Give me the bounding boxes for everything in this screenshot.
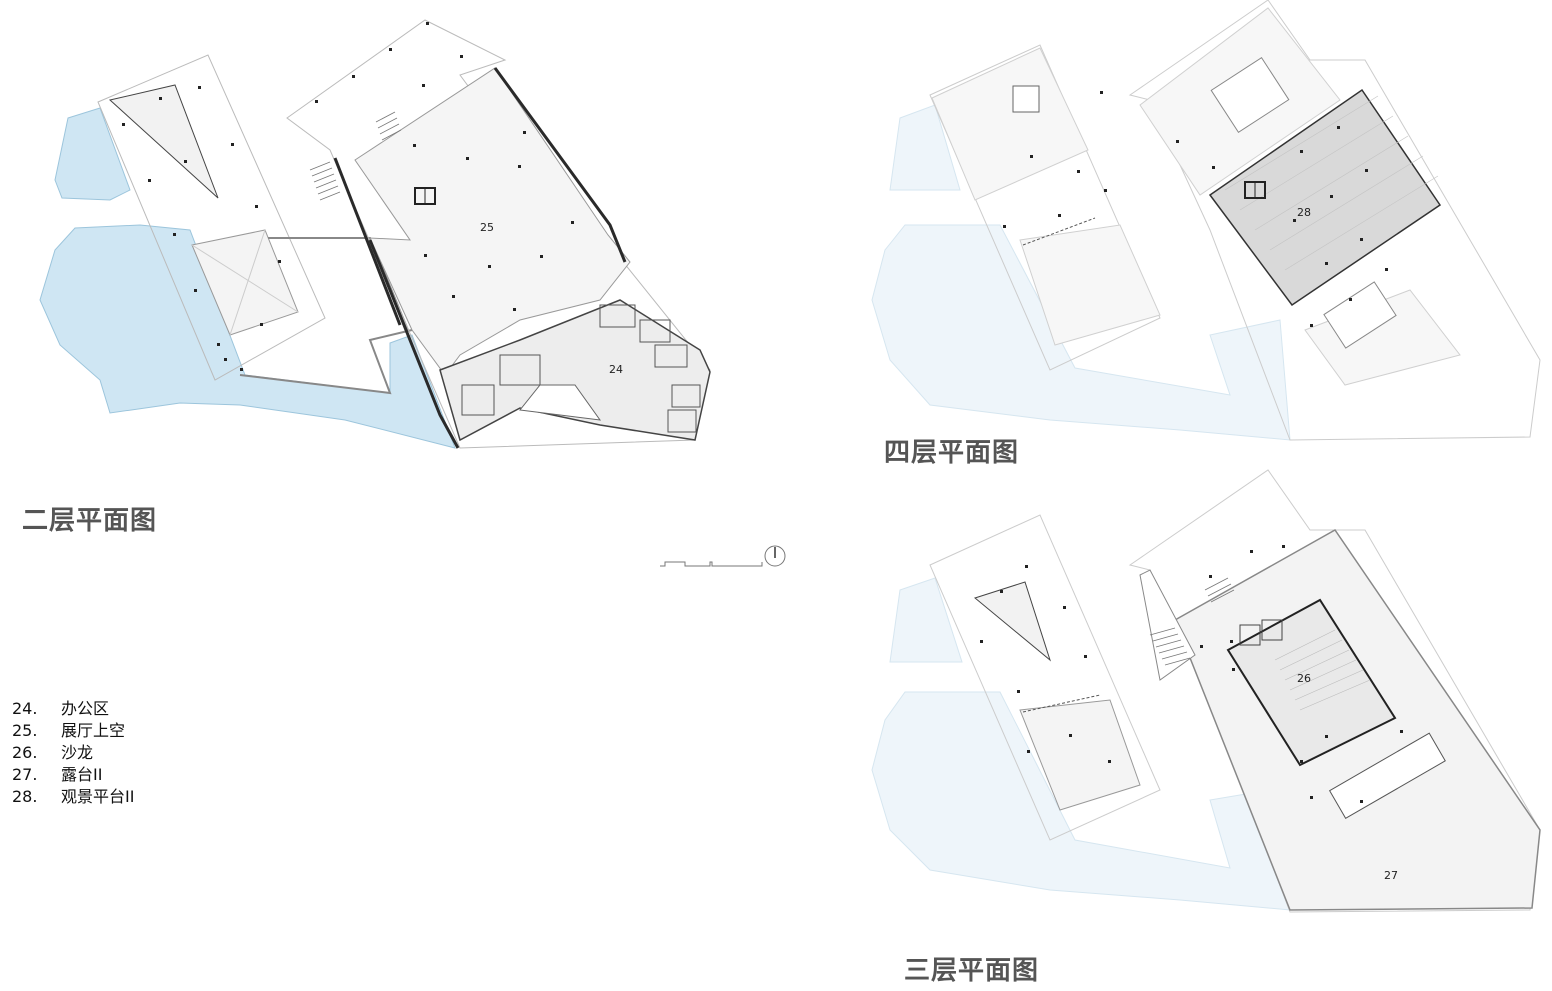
level3-west-triangle [973, 581, 1051, 662]
scale-bar-icon [660, 561, 763, 567]
legend-label: 办公区 [61, 699, 110, 718]
level3-columns [980, 545, 1403, 803]
legend-label: 沙龙 [61, 743, 94, 762]
level2-west-wall [333, 157, 402, 326]
legend-item: 28. 观景平台II [12, 786, 134, 808]
north-arrow-icon [764, 545, 786, 567]
level2-west-triangle [108, 84, 219, 199]
level2-plan: 25 24 [39, 19, 711, 449]
level2-exhibition-void [354, 67, 631, 376]
legend-item: 25. 展厅上空 [12, 720, 134, 742]
legend-number: 26. [12, 743, 38, 762]
room-label-25: 25 [480, 221, 494, 234]
room-label-24: 24 [609, 363, 623, 376]
level2-plan-title: 二层平面图 [22, 506, 158, 536]
legend-item: 24. 办公区 [12, 698, 134, 720]
level4-west-hatch [931, 47, 1089, 201]
legend-label: 展厅上空 [61, 721, 126, 740]
legend-item: 26. 沙龙 [12, 742, 134, 764]
level3-water-upper [889, 577, 963, 663]
level3-water-lower [871, 691, 1291, 911]
room-label-26: 26 [1297, 672, 1311, 685]
level3-salon [1226, 598, 1397, 767]
legend-item: 27. 露台II [12, 764, 134, 786]
level2-stairs [309, 111, 402, 201]
room-legend: 24. 办公区 25. 展厅上空 26. 沙龙 27. 露台II 28. 观景平… [12, 698, 134, 808]
level2-south-wall [368, 239, 460, 449]
level3-plan-title: 三层平面图 [904, 956, 1040, 986]
level4-west-wing [929, 44, 1161, 371]
room-label-28: 28 [1297, 206, 1311, 219]
level4-viewing-platform [1208, 88, 1442, 307]
level2-columns [122, 22, 574, 371]
legend-label: 观景平台II [61, 787, 135, 806]
level4-columns [1003, 91, 1388, 327]
level3-west-wing [929, 514, 1161, 841]
level4-plan: 28 [871, 0, 1541, 441]
legend-number: 24. [12, 699, 38, 718]
room-label-27: 27 [1384, 869, 1398, 882]
level2-east-wall [493, 67, 627, 263]
legend-number: 27. [12, 765, 38, 784]
level4-water-upper [889, 104, 961, 191]
level4-water-lower [871, 224, 1291, 441]
level2-office-block [439, 299, 711, 442]
legend-label: 露台II [61, 765, 103, 784]
legend-number: 25. [12, 721, 38, 740]
level2-west-wing [97, 54, 326, 381]
level2-water-upper [54, 107, 131, 201]
level4-skylight [1012, 85, 1040, 113]
level3-plan: 26 27 [871, 469, 1541, 913]
level4-plan-title: 四层平面图 [884, 438, 1020, 468]
legend-number: 28. [12, 787, 38, 806]
